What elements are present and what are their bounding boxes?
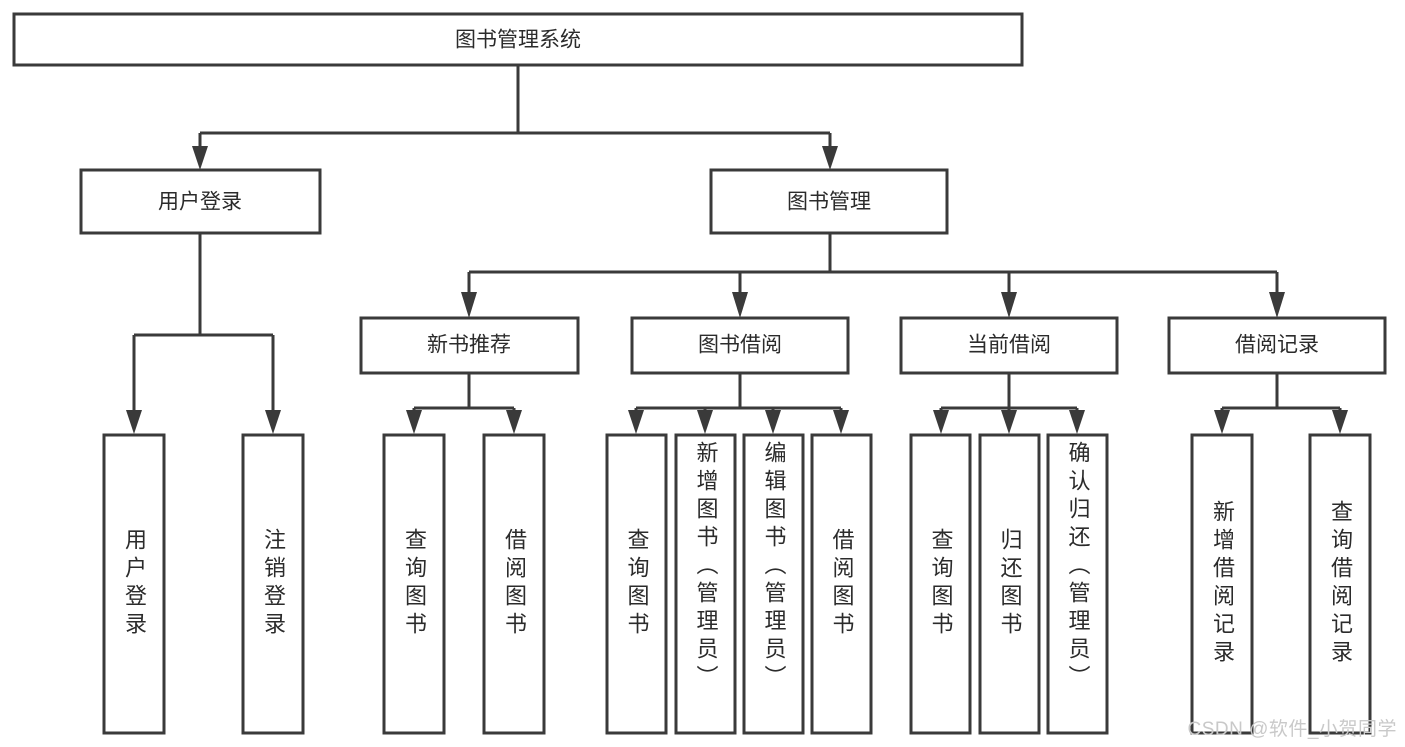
connector-newbook-children	[406, 373, 522, 434]
connector-root-children	[192, 65, 838, 170]
connector-bookmgmt-children	[461, 233, 1285, 318]
node-box-leaf6[interactable]	[674, 433, 737, 735]
node-label-newbook: 新书推荐	[427, 334, 511, 357]
connector-borrow-children	[628, 373, 849, 434]
connector-record-children	[1214, 373, 1348, 434]
node-label-record: 借阅记录	[1235, 334, 1319, 357]
node-box-leaf7[interactable]	[742, 433, 805, 735]
node-box-newbook[interactable]	[359, 316, 580, 375]
watermark-label: CSDN @软件_小贺同学	[1187, 719, 1397, 740]
node-label-root: 图书管理系统	[455, 29, 581, 52]
node-box-leaf2[interactable]	[241, 433, 305, 735]
node-box-leaf4[interactable]	[482, 433, 546, 735]
node-box-leaf1[interactable]	[102, 433, 166, 735]
node-box-borrow[interactable]	[630, 316, 850, 375]
node-box-leaf10[interactable]	[978, 433, 1041, 735]
node-box-login[interactable]	[79, 168, 322, 235]
connector-login-children	[126, 233, 281, 434]
node-label-bookmgmt: 图书管理	[787, 191, 871, 214]
node-label-borrow: 图书借阅	[698, 334, 782, 357]
node-box-current[interactable]	[899, 316, 1119, 375]
node-box-leaf9[interactable]	[909, 433, 972, 735]
node-box-leaf3[interactable]	[382, 433, 446, 735]
node-box-leaf11[interactable]	[1046, 433, 1109, 735]
node-box-record[interactable]	[1167, 316, 1387, 375]
connector-current-children	[933, 373, 1085, 434]
node-box-leaf8[interactable]	[810, 433, 873, 735]
node-label-login: 用户登录	[158, 191, 242, 214]
node-box-leaf13[interactable]	[1308, 433, 1372, 735]
node-box-root[interactable]	[12, 12, 1024, 67]
node-label-current: 当前借阅	[967, 334, 1051, 357]
node-box-leaf5[interactable]	[605, 433, 668, 735]
node-box-bookmgmt[interactable]	[709, 168, 949, 235]
node-box-leaf12[interactable]	[1190, 433, 1254, 735]
